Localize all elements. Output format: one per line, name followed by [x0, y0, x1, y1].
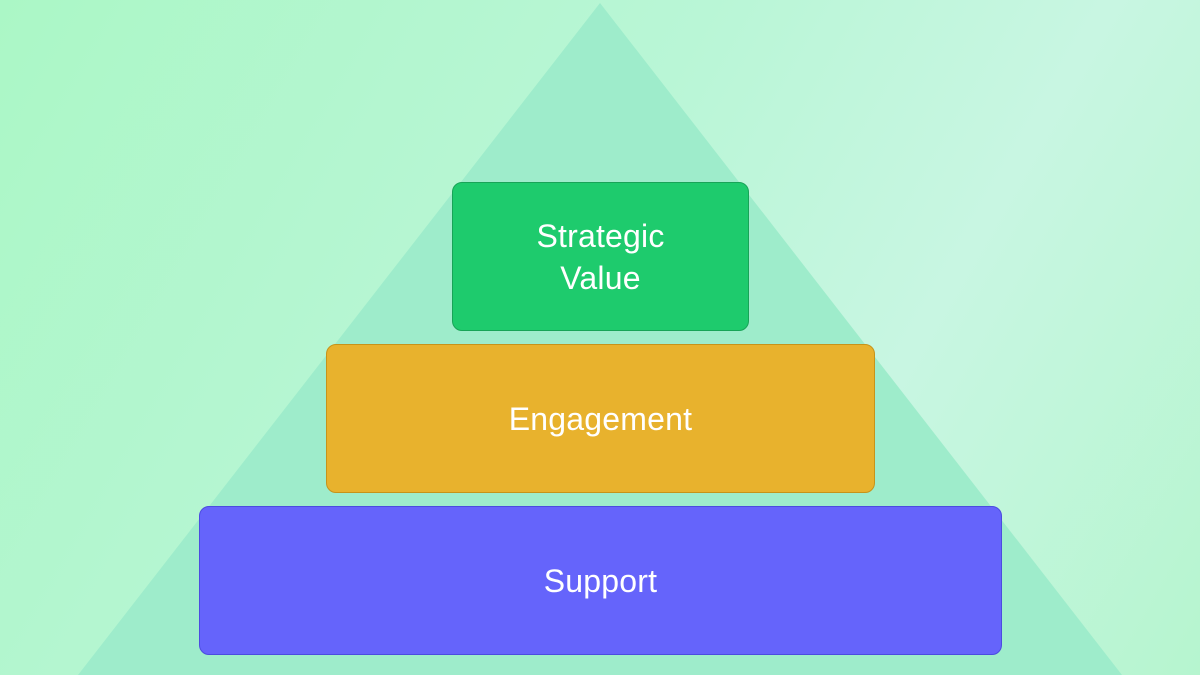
- tier-label-strategic-value: Strategic Value: [536, 217, 665, 296]
- tier-support: Support: [199, 506, 1002, 655]
- tier-label-support: Support: [543, 562, 658, 599]
- tier-label-engagement: Engagement: [508, 400, 693, 437]
- tier-engagement: Engagement: [326, 344, 875, 493]
- tier-strategic-value: Strategic Value: [452, 182, 749, 331]
